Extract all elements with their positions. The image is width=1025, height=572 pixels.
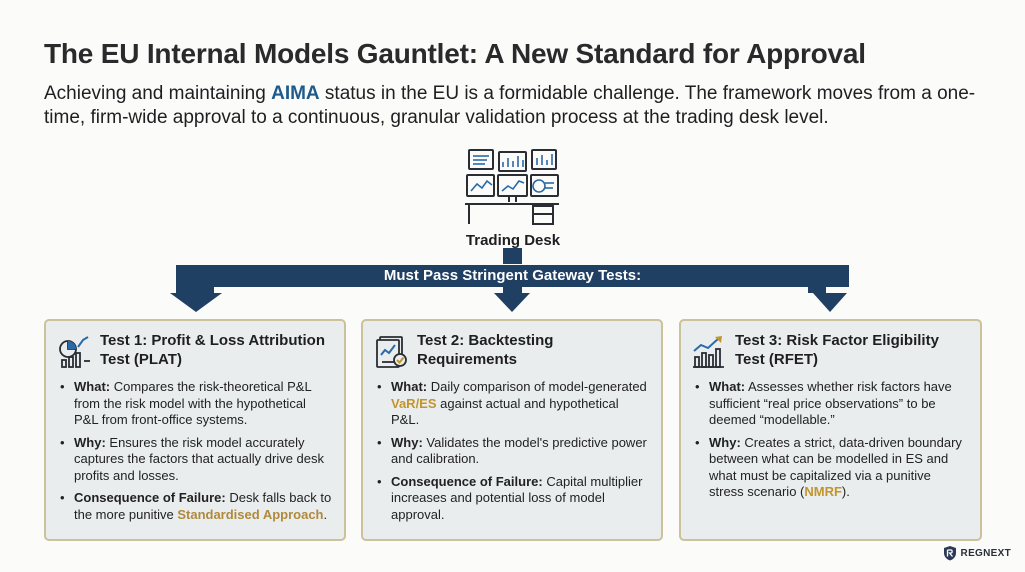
page-subtitle: Achieving and maintaining AIMA status in…	[44, 82, 1004, 130]
bullet-what: •What: Daily comparison of model-generat…	[377, 379, 647, 427]
brand-text: REGNEXT	[960, 547, 1011, 559]
pnl-chart-icon	[59, 336, 90, 368]
bullet-what: •What: Compares the risk-theoretical P&L…	[60, 379, 312, 427]
subtitle-text-pre: Achieving and maintaining	[44, 83, 272, 104]
card-title: Test 3: Risk Factor Eligibility Test (RF…	[735, 332, 939, 368]
card-header: Test 1: Profit & Loss Attribution Test (…	[56, 329, 334, 375]
trading-desk-monitors-icon	[465, 149, 559, 225]
bullet-why: •Why: Ensures the risk model accurately …	[60, 434, 325, 483]
bullet-why: •Why: Creates a strict, data-driven boun…	[695, 434, 962, 500]
highlight-var-es: VaR/ES	[391, 395, 437, 411]
trading-desk-label: Trading Desk	[465, 232, 561, 249]
subtitle-highlight-aima: AIMA	[271, 83, 320, 104]
bullet-why: •Why: Validates the model's predictive p…	[377, 434, 647, 467]
card-body: •What: Daily comparison of model-generat…	[375, 379, 649, 529]
highlight-nmrf: NMRF	[804, 484, 842, 499]
backtest-report-icon	[376, 336, 407, 368]
growth-bars-icon	[693, 336, 724, 368]
gateway-banner-label: Must Pass Stringent Gateway Tests:	[383, 267, 642, 284]
shield-logo-icon	[943, 546, 956, 561]
test-card-rfet: Test 3: Risk Factor Eligibility Test (RF…	[679, 319, 982, 541]
card-body: •What: Compares the risk-theoretical P&L…	[58, 379, 332, 529]
page-title: The EU Internal Models Gauntlet: A New S…	[44, 38, 866, 69]
test-card-backtesting: Test 2: Backtesting Requirements •What: …	[361, 319, 663, 541]
bullet-consequence: •Consequence of Failure: Desk falls back…	[60, 490, 332, 522]
card-title: Test 2: Backtesting Requirements	[417, 332, 554, 368]
bullet-what: •What: Assesses whether risk factors hav…	[695, 379, 952, 427]
highlight-standardised-approach: Standardised Approach	[177, 506, 324, 522]
card-header: Test 2: Backtesting Requirements	[373, 329, 651, 375]
test-card-plat: Test 1: Profit & Loss Attribution Test (…	[44, 319, 346, 541]
card-header: Test 3: Risk Factor Eligibility Test (RF…	[691, 329, 970, 375]
card-title: Test 1: Profit & Loss Attribution Test (…	[100, 332, 325, 368]
subtitle-text-post: status in the EU is a formidable challen…	[44, 83, 976, 128]
bullet-consequence: •Consequence of Failure: Capital multipl…	[377, 473, 643, 522]
brand-logo: REGNEXT	[943, 544, 1011, 562]
card-body: •What: Assesses whether risk factors hav…	[693, 379, 968, 507]
